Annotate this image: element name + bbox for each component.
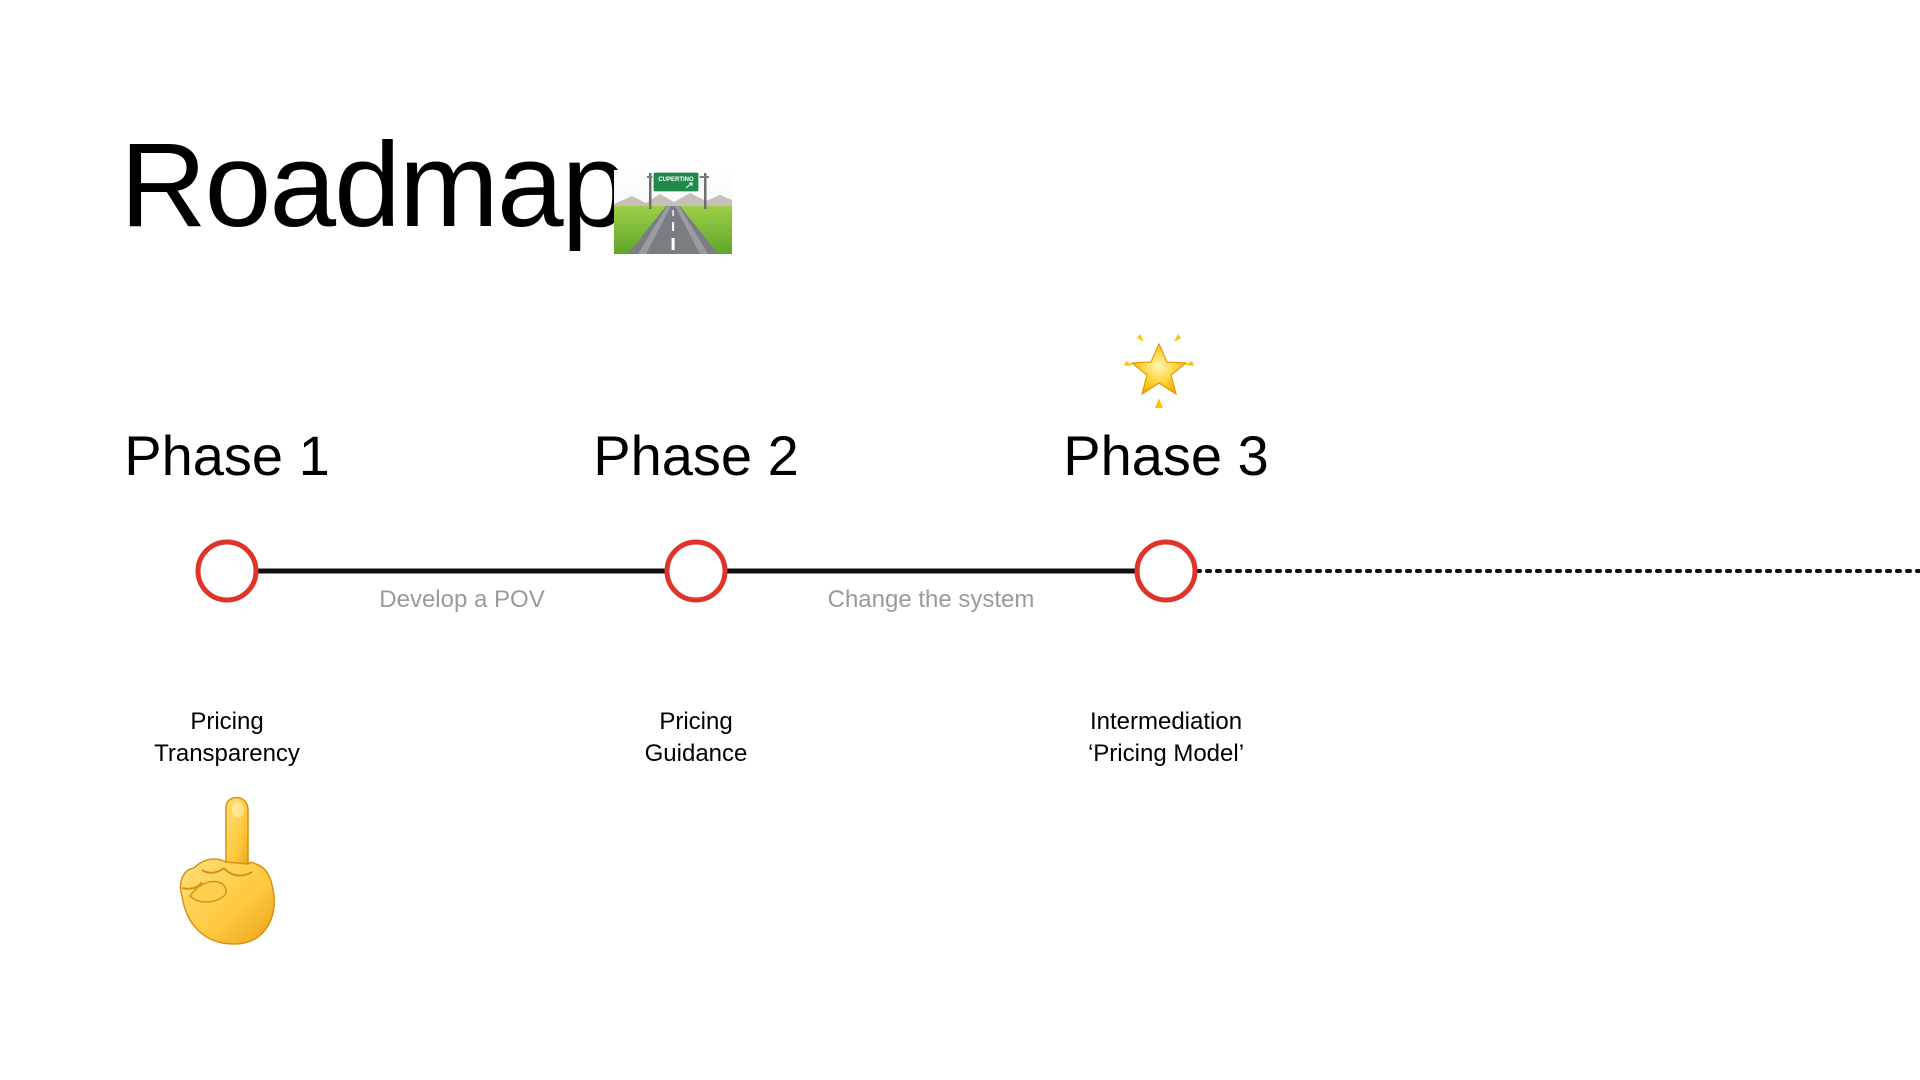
phase-3-node bbox=[1134, 539, 1198, 603]
phase-1-desc-line-1: Pricing bbox=[190, 708, 264, 735]
glowing-star-icon bbox=[1124, 334, 1194, 408]
phase-1-title: Phase 1 bbox=[124, 424, 330, 487]
phase-1-node bbox=[195, 539, 259, 603]
index-pointing-up-icon bbox=[179, 796, 275, 945]
road-sign-text: CUPERTINO bbox=[658, 177, 694, 183]
phase-3-description: Intermediation ‘Pricing Model’ bbox=[1036, 706, 1296, 770]
motorway-icon: CUPERTINO bbox=[614, 170, 732, 254]
phase-3-desc-line-2: ‘Pricing Model’ bbox=[1087, 740, 1245, 767]
slide-title: Roadmap bbox=[120, 118, 628, 252]
segment-label-change-system: Change the system bbox=[827, 586, 1035, 613]
phase-3-title: Phase 3 bbox=[1063, 424, 1269, 487]
phase-2-desc-line-1: Pricing bbox=[659, 708, 733, 735]
phase-1-description: Pricing Transparency bbox=[97, 706, 357, 770]
phase-2-desc-line-2: Guidance bbox=[644, 740, 748, 767]
phase-1-desc-line-2: Transparency bbox=[154, 740, 300, 767]
phase-2-title: Phase 2 bbox=[593, 424, 799, 487]
phase-2-description: Pricing Guidance bbox=[566, 706, 826, 770]
phase-2-node bbox=[664, 539, 728, 603]
segment-label-develop-pov: Develop a POV bbox=[379, 586, 545, 613]
phase-3-desc-line-1: Intermediation bbox=[1089, 708, 1243, 735]
